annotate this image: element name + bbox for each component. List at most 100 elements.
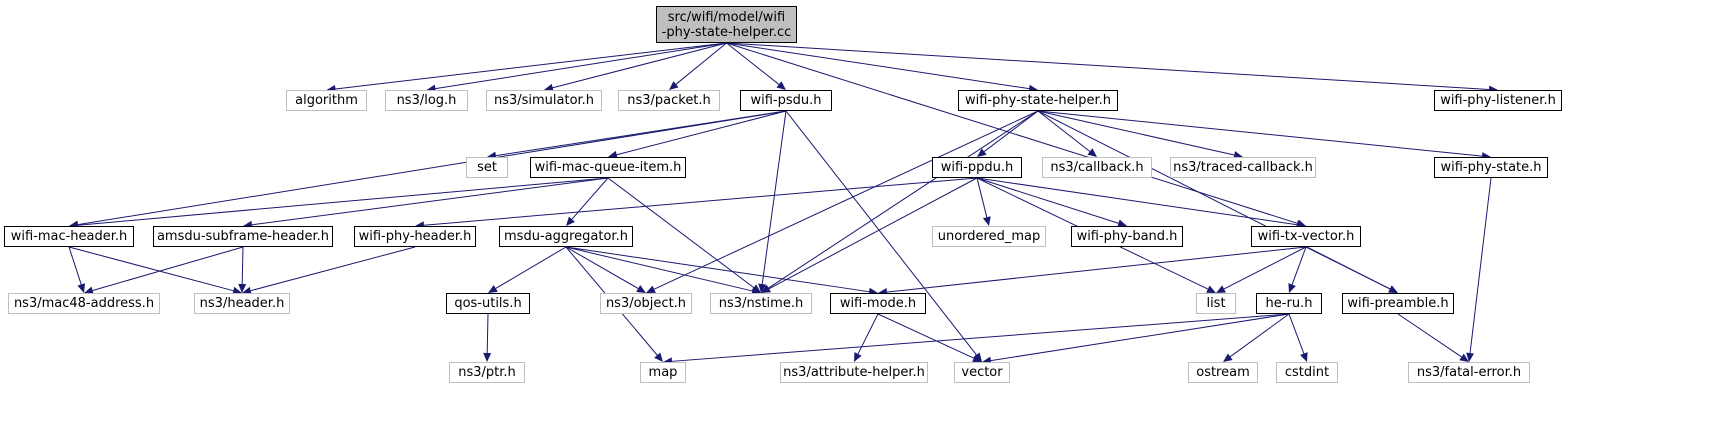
- edge-arrowhead-phyheader-to-header: [242, 286, 252, 295]
- edge-psdu-to-vector: [785, 110, 977, 356]
- edge-root-to-algorithm: [335, 42, 727, 90]
- edge-psh-to-physstate: [1037, 110, 1483, 157]
- edge-psdu-to-nstime: [761, 110, 787, 285]
- node-wifi-mac-queue-item-h[interactable]: wifi-mac-queue-item.h: [530, 157, 686, 178]
- edge-arrowhead-msdu-to-qos: [488, 284, 498, 293]
- node-unordered-map: unordered_map: [932, 226, 1046, 247]
- node-vector: vector: [954, 362, 1010, 383]
- edge-psh-to-ppdu: [983, 110, 1039, 152]
- edge-msdu-to-nstime: [565, 246, 753, 292]
- edge-root-to-log: [435, 42, 727, 90]
- edge-arrowhead-txvector-to-preamble: [1388, 285, 1398, 293]
- node-algorithm: algorithm: [286, 90, 367, 111]
- edge-root-to-psdu: [726, 42, 780, 85]
- edge-arrowhead-psh-to-ppdu: [977, 148, 987, 157]
- edge-ppdu-to-phyheader: [423, 177, 978, 226]
- edge-psdu-to-macheader: [77, 110, 787, 226]
- edge-ppdu-to-nstime: [768, 177, 978, 290]
- node-wifi-tx-vector-h[interactable]: wifi-tx-vector.h: [1251, 226, 1361, 247]
- node-wifi-psdu-h[interactable]: wifi-psdu.h: [740, 90, 832, 111]
- node-ns3-callback-h: ns3/callback.h: [1042, 157, 1152, 178]
- node-wifi-mode-h[interactable]: wifi-mode.h: [830, 293, 926, 314]
- edge-root-to-listener: [726, 42, 1490, 90]
- edge-arrowhead-heru-to-cstdint: [1300, 352, 1308, 362]
- node-ns3-header-h: ns3/header.h: [194, 293, 290, 314]
- edge-arrowhead-macheader-to-header: [232, 286, 242, 295]
- edge-arrowhead-txvector-to-list: [1216, 285, 1226, 293]
- node-cstdint: cstdint: [1276, 362, 1338, 383]
- edge-txvector-to-mode: [886, 246, 1307, 293]
- edge-queueitem-to-amsdu: [251, 177, 609, 226]
- node-amsdu-subframe-header-h[interactable]: amsdu-subframe-header.h: [153, 226, 333, 247]
- edge-macheader-to-header: [68, 246, 234, 292]
- edge-qos-to-ptr: [486, 313, 489, 354]
- node-ns3-mac48-address-h: ns3/mac48-address.h: [8, 293, 160, 314]
- edge-arrowhead-ppdu-to-unordered: [982, 216, 991, 226]
- edge-heru-to-cstdint: [1288, 313, 1305, 354]
- node-set: set: [466, 157, 508, 178]
- edge-root-to-psh: [726, 42, 1030, 90]
- edge-arrowhead-ppdu-to-nstime: [761, 285, 771, 293]
- node-ns3-attribute-helper-h: ns3/attribute-helper.h: [780, 362, 928, 383]
- node-ns3-simulator-h: ns3/simulator.h: [486, 90, 602, 111]
- node-wifi-phy-state-h[interactable]: wifi-phy-state.h: [1434, 157, 1548, 178]
- edge-arrowhead-psdu-to-queueitem: [608, 150, 618, 159]
- root-file-node: src/wifi/model/wifi -phy-state-helper.cc: [656, 6, 797, 43]
- edge-psh-to-callback: [1037, 110, 1091, 152]
- node-ns3-ptr-h: ns3/ptr.h: [449, 362, 525, 383]
- edge-txvector-to-preamble: [1305, 246, 1391, 290]
- edge-arrowhead-msdu-to-nstime: [751, 287, 761, 295]
- node-list: list: [1196, 293, 1236, 314]
- edge-root-to-simulator: [552, 42, 727, 89]
- edge-queueitem-to-msdu: [571, 177, 609, 220]
- edge-arrowhead-msdu-to-object: [636, 285, 646, 293]
- edge-ppdu-to-unordered: [976, 177, 988, 218]
- edge-arrowhead-queueitem-to-msdu: [566, 216, 575, 226]
- edge-heru-to-vector: [990, 313, 1290, 362]
- node-wifi-preamble-h[interactable]: wifi-preamble.h: [1342, 293, 1454, 314]
- edge-arrowhead-txvector-to-heru: [1288, 283, 1296, 293]
- edge-arrowhead-psdu-to-nstime: [758, 283, 767, 293]
- root-file-line2: -phy-state-helper.cc: [661, 24, 792, 40]
- edge-phyheader-to-header: [250, 246, 416, 292]
- edge-macheader-to-mac48: [68, 246, 82, 285]
- edge-txvector-to-heru: [1291, 246, 1307, 285]
- edge-mode-to-vector: [877, 313, 975, 359]
- node-ns3-packet-h: ns3/packet.h: [618, 90, 720, 111]
- edge-arrowhead-msdu-to-map: [654, 352, 663, 362]
- node-msdu-aggregator-h[interactable]: msdu-aggregator.h: [499, 226, 633, 247]
- edge-ppdu-to-band: [976, 177, 1119, 224]
- node-wifi-phy-band-h[interactable]: wifi-phy-band.h: [1071, 226, 1183, 247]
- edge-heru-to-map: [671, 313, 1290, 362]
- node-wifi-phy-listener-h[interactable]: wifi-phy-listener.h: [1434, 90, 1562, 111]
- edge-arrowhead-psh-to-traced: [1233, 151, 1243, 159]
- node-qos-utils-h[interactable]: qos-utils.h: [446, 293, 530, 314]
- node-ns3-log-h: ns3/log.h: [385, 90, 468, 111]
- edge-physstate-to-fatal: [1469, 177, 1492, 354]
- edge-mode-to-attr: [857, 313, 879, 355]
- edge-amsdu-to-header: [241, 246, 244, 285]
- node-wifi-mac-header-h[interactable]: wifi-mac-header.h: [4, 226, 134, 247]
- node-ns3-object-h: ns3/object.h: [600, 293, 692, 314]
- edge-psh-to-nstime: [768, 110, 1039, 289]
- edge-queueitem-to-nstime: [607, 177, 755, 288]
- root-file-line1: src/wifi/model/wifi: [667, 9, 786, 25]
- node-wifi-ppdu-h[interactable]: wifi-ppdu.h: [932, 157, 1022, 178]
- node-ns3-traced-callback-h: ns3/traced-callback.h: [1170, 157, 1316, 178]
- edge-arrowhead-amsdu-to-mac48: [84, 286, 94, 295]
- edge-amsdu-to-mac48: [92, 246, 244, 291]
- node-he-ru-h[interactable]: he-ru.h: [1256, 293, 1322, 314]
- edge-psdu-to-queueitem: [616, 110, 787, 156]
- node-wifi-phy-header-h[interactable]: wifi-phy-header.h: [354, 226, 476, 247]
- node-ns3-fatal-error-h: ns3/fatal-error.h: [1408, 362, 1530, 383]
- edge-psh-to-traced: [1037, 110, 1235, 156]
- node-ns3-nstime-h: ns3/nstime.h: [710, 293, 812, 314]
- node-map: map: [640, 362, 686, 383]
- edge-arrowhead-root-to-simulator: [544, 83, 554, 92]
- node-ostream: ostream: [1188, 362, 1258, 383]
- edge-txvector-to-list: [1223, 246, 1307, 290]
- node-wifi-phy-state-helper-h[interactable]: wifi-phy-state-helper.h: [958, 90, 1118, 111]
- edge-preamble-to-fatal: [1397, 313, 1462, 358]
